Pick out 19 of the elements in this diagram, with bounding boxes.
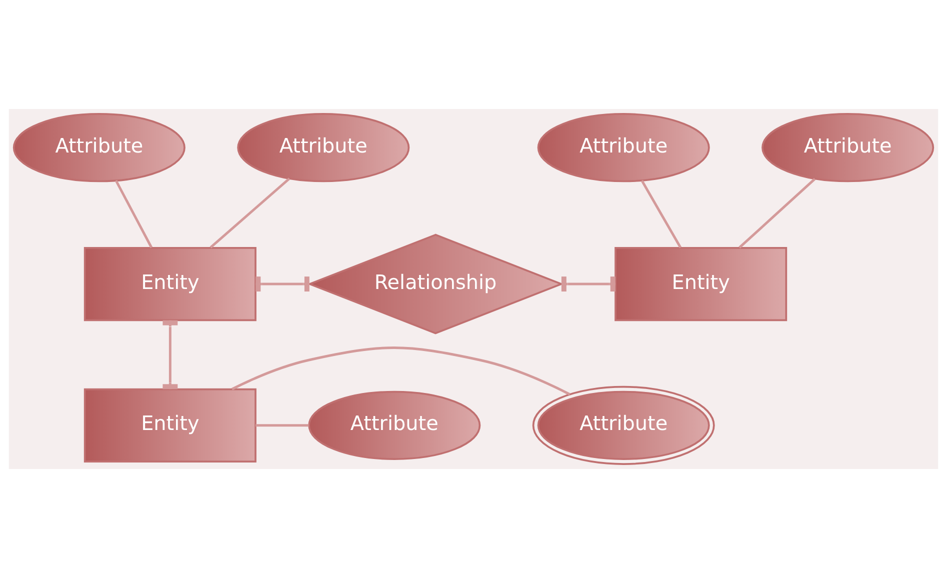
- connector: [162, 320, 178, 389]
- connector: [114, 180, 153, 248]
- node-box: Entity: [614, 246, 788, 321]
- connector: [256, 276, 310, 291]
- node-box: Entity: [84, 388, 256, 462]
- connector: [231, 346, 570, 395]
- connector: [738, 178, 816, 248]
- node-diamond: Relationship: [307, 233, 564, 334]
- node-ellipse: Attribute: [237, 112, 410, 182]
- connector: [640, 179, 682, 248]
- node-ellipse: Attribute: [762, 112, 934, 182]
- node-ellipse: Attribute: [308, 390, 481, 460]
- node-box: Entity: [84, 246, 256, 321]
- connector: [561, 276, 616, 291]
- node-ellipse: Attribute: [537, 112, 710, 182]
- node-ellipse: Attribute: [532, 385, 715, 464]
- connector: [256, 424, 309, 426]
- connector: [210, 177, 290, 248]
- node-ellipse: Attribute: [12, 112, 186, 182]
